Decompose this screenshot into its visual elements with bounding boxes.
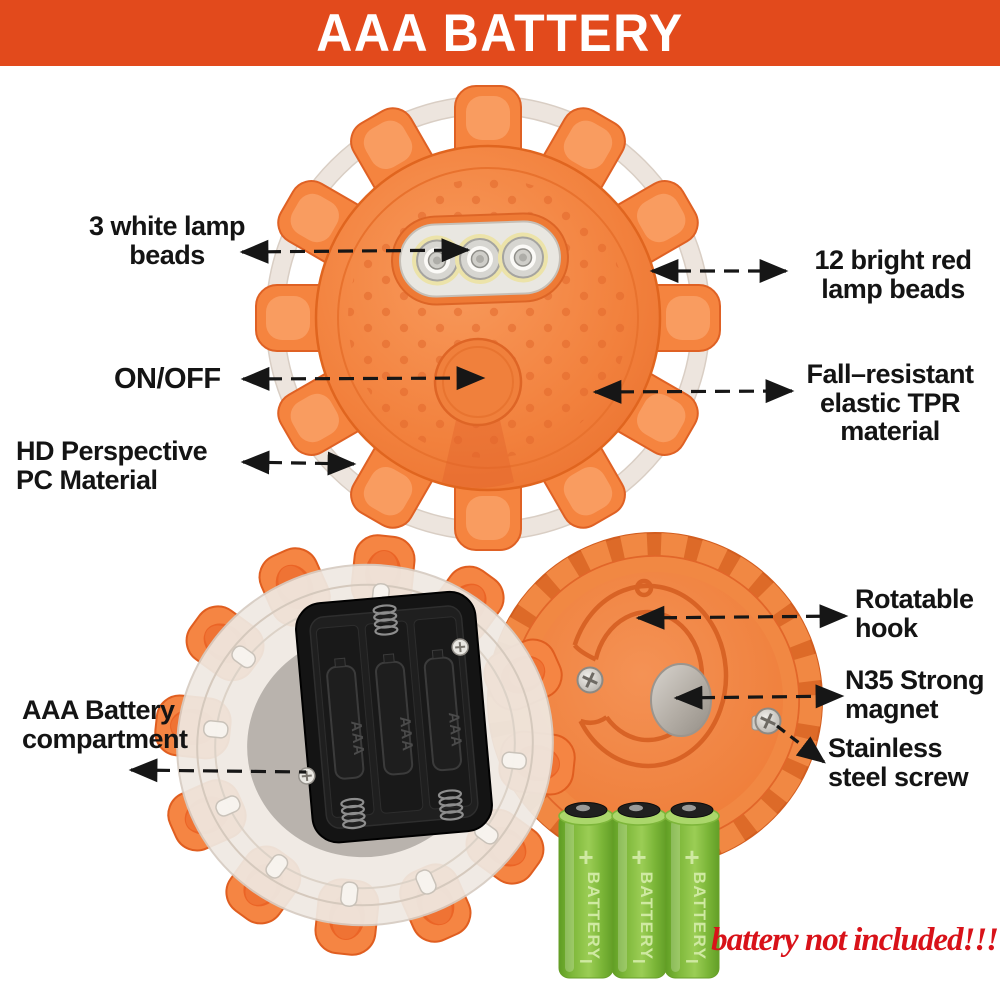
rotatable-hook-groove xyxy=(572,578,729,769)
callout-on-off: ON/OFF xyxy=(114,363,221,395)
battery-slot: AAA xyxy=(315,624,375,818)
slot-label: AAA xyxy=(347,720,367,757)
battery-plus: + xyxy=(631,842,646,872)
slot-label: AAA xyxy=(396,716,416,753)
callout-hd-perspective: HD Perspective PC Material xyxy=(16,436,208,495)
callout-arrows xyxy=(128,238,849,783)
battery-slot: AAA xyxy=(413,616,473,810)
arrow-white-lamp-beads xyxy=(239,238,471,264)
slot-label: AAA xyxy=(445,711,465,748)
arrow-hd-perspective xyxy=(240,450,357,476)
callout-stainless-screw: Stainless steel screw xyxy=(828,733,969,792)
arrow-battery-compartment xyxy=(128,758,307,783)
battery-minus: – xyxy=(685,947,698,974)
callout-fall-resistant: Fall–resistant elastic TPR material xyxy=(806,359,974,447)
aaa-battery: + BATTERY – xyxy=(611,801,667,979)
callout-white-lamp-beads: 3 white lamp beads xyxy=(88,211,246,270)
callout-battery-compartment: AAA Battery compartment xyxy=(22,695,188,754)
aaa-batteries: + BATTERY – + BATTERY – + BATTERY – xyxy=(558,801,720,979)
compartment-screw xyxy=(297,766,317,786)
callout-n35-magnet: N35 Strong magnet xyxy=(845,665,985,724)
compartment-screw xyxy=(450,637,470,657)
arrow-on-off xyxy=(240,366,486,391)
screw-right xyxy=(754,707,782,735)
on-off-button xyxy=(433,337,523,488)
callout-red-lamp-beads: 12 bright red lamp beads xyxy=(814,245,972,304)
aaa-battery: + BATTERY – xyxy=(558,801,614,979)
arrow-stainless-screw xyxy=(776,724,826,764)
white-led-cluster xyxy=(391,212,569,306)
battery-not-included-note: battery not included!!! xyxy=(711,922,999,958)
battery-minus: – xyxy=(632,947,645,974)
arrow-n35-magnet xyxy=(673,684,845,710)
arrow-rotatable-hook xyxy=(635,604,849,630)
aaa-battery: + BATTERY – xyxy=(664,801,720,979)
battery-minus: – xyxy=(579,947,592,974)
title-banner: AAA BATTERY xyxy=(0,0,1000,66)
screw-left xyxy=(576,666,604,694)
battery-brand: BATTERY xyxy=(584,872,603,961)
battery-brand: BATTERY xyxy=(690,872,709,961)
page-title: AAA BATTERY xyxy=(316,3,684,63)
road-flare-open: AAA AAA AAA xyxy=(152,532,578,958)
battery-plus: + xyxy=(578,842,593,872)
magnet xyxy=(650,663,712,737)
road-flare-front xyxy=(255,85,721,551)
battery-compartment: AAA AAA AAA xyxy=(295,590,493,844)
battery-slot: AAA xyxy=(364,620,424,814)
callout-rotatable-hook: Rotatable hook xyxy=(855,584,974,643)
arrow-fall-resistant xyxy=(592,379,795,404)
battery-plus: + xyxy=(684,842,699,872)
led-bead xyxy=(497,232,548,283)
battery-brand: BATTERY xyxy=(637,872,656,961)
